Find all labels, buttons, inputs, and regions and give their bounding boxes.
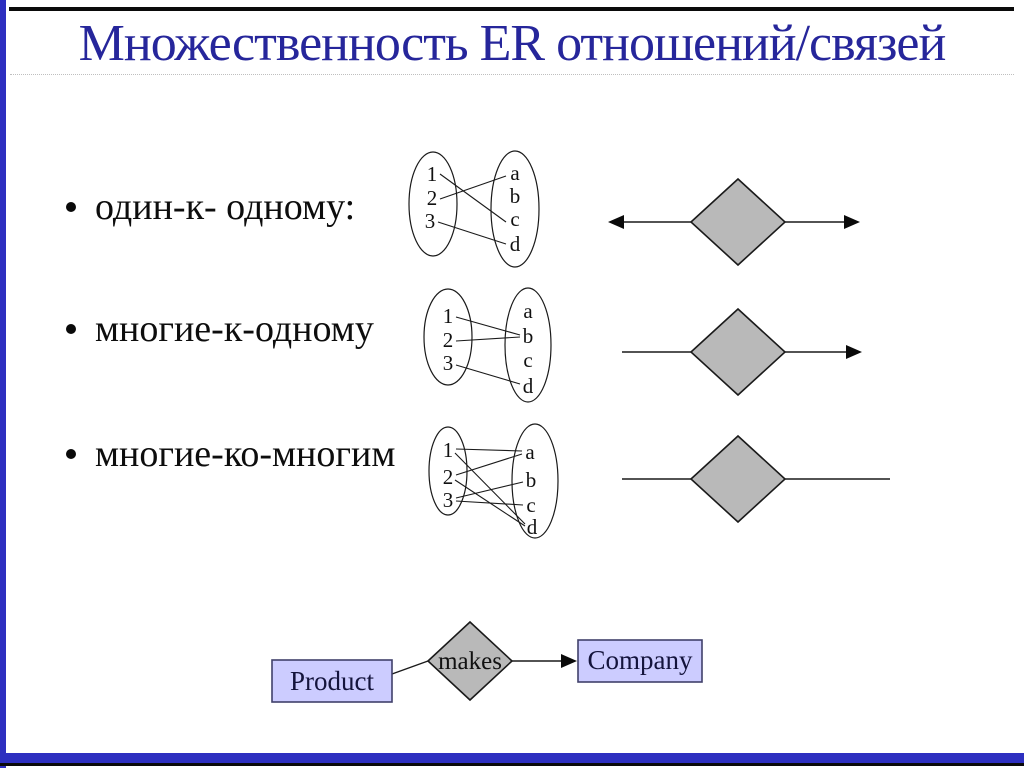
right-set-ellipse	[504, 287, 552, 403]
entity-label-product: Product	[290, 666, 374, 696]
title-underline	[10, 74, 1014, 75]
right-set-ellipse	[490, 150, 540, 268]
er-example-diagram: Product makes Company	[271, 620, 703, 703]
product-makes-connector	[391, 660, 429, 675]
svg-text:1: 1	[443, 438, 454, 462]
set-mapping-diagram-one-to-one: 1 2 3 a b c d	[408, 150, 540, 268]
left-set-ellipse	[423, 288, 473, 386]
mapping-edges	[455, 316, 521, 385]
right-set-ellipse	[511, 423, 559, 539]
mapping-node-labels: 1 2 3 a b c d	[443, 438, 538, 539]
svg-text:a: a	[525, 440, 535, 464]
bullet-dot-icon	[66, 202, 76, 212]
bullet-item-one-to-one: один-к- одному:	[66, 185, 355, 229]
company-arrow-icon	[561, 654, 577, 668]
bullet-item-many-to-many: многие-ко-многим	[66, 432, 395, 476]
relationship-label-makes: makes	[438, 648, 502, 675]
right-arrow-icon	[844, 215, 860, 229]
svg-text:3: 3	[425, 209, 436, 233]
bullet-label: один-к- одному:	[95, 186, 356, 228]
svg-text:d: d	[510, 232, 521, 256]
svg-text:b: b	[523, 324, 534, 348]
relationship-diamond-many-to-one	[622, 307, 862, 397]
mapping-node-labels: 1 2 3 a b c d	[443, 299, 534, 398]
bullet-label: многие-к-одному	[95, 308, 374, 350]
right-arrow-icon	[846, 345, 862, 359]
diamond-shape	[689, 307, 787, 397]
bullet-dot-icon	[66, 449, 76, 459]
svg-text:2: 2	[443, 328, 454, 352]
left-accent-bar	[0, 0, 6, 768]
bullet-item-many-to-one: многие-к-одному	[66, 307, 374, 351]
svg-text:b: b	[510, 184, 521, 208]
left-set-ellipse	[408, 151, 458, 257]
svg-text:2: 2	[443, 465, 454, 489]
bullet-dot-icon	[66, 324, 76, 334]
svg-text:3: 3	[443, 488, 454, 512]
svg-text:d: d	[523, 374, 534, 398]
svg-text:3: 3	[443, 351, 454, 375]
mapping-edges	[437, 173, 507, 245]
bottom-border-line	[0, 763, 1024, 766]
entity-label-company: Company	[588, 645, 693, 675]
bottom-accent-bar	[0, 753, 1024, 763]
slide-title: Множественность ER отношений/связей	[78, 15, 947, 72]
set-mapping-diagram-many-to-many: 1 2 3 a b c d	[428, 423, 559, 539]
svg-text:b: b	[526, 468, 537, 492]
top-border-bar	[9, 7, 1014, 11]
svg-text:1: 1	[443, 304, 454, 328]
svg-text:c: c	[523, 348, 532, 372]
left-arrow-icon	[608, 215, 624, 229]
svg-text:2: 2	[427, 186, 438, 210]
svg-text:1: 1	[427, 162, 438, 186]
relationship-diamond-one-to-one	[608, 177, 860, 267]
bullet-label: многие-ко-многим	[95, 433, 396, 475]
relationship-diamond-makes	[426, 620, 514, 702]
svg-text:c: c	[526, 493, 535, 517]
mapping-edges	[454, 448, 526, 527]
set-mapping-diagram-many-to-one: 1 2 3 a b c d	[423, 287, 552, 403]
svg-text:a: a	[523, 299, 533, 323]
entity-box-product	[271, 659, 393, 703]
mapping-node-labels: 1 2 3 a b c d	[425, 161, 521, 256]
entity-box-company	[577, 639, 703, 683]
svg-text:c: c	[510, 207, 519, 231]
svg-text:a: a	[510, 161, 520, 185]
diamond-shape	[689, 177, 787, 267]
relationship-diamond-many-to-many	[622, 434, 890, 524]
diamond-shape	[689, 434, 787, 524]
svg-text:d: d	[527, 515, 538, 539]
